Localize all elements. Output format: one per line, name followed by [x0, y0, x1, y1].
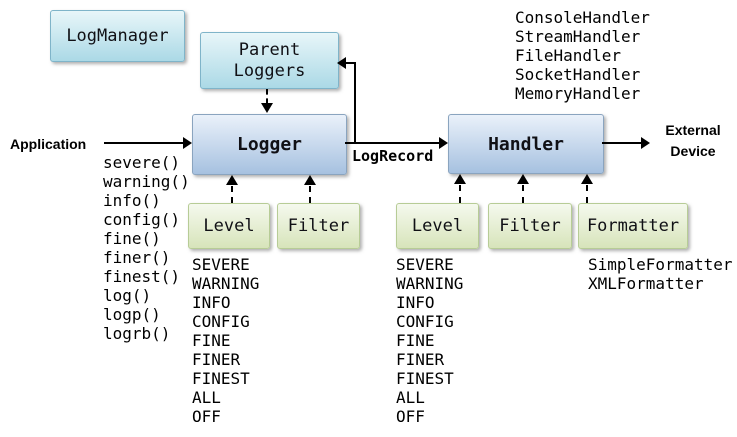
list-item: SEVERE: [396, 255, 454, 274]
logger-methods-list: severe()warning()info()config()fine()fin…: [103, 153, 190, 343]
list-item: logrb(): [103, 324, 171, 343]
handler-formatter-box: Formatter: [578, 203, 688, 249]
logger-filter-label: Filter: [287, 216, 350, 236]
handler-level-label: Level: [411, 216, 464, 236]
list-item: FINER: [396, 350, 445, 369]
handler-filter-box: Filter: [488, 203, 572, 249]
list-item: info(): [103, 191, 161, 210]
formatter-to-handler-dashed-line: [586, 185, 588, 203]
level-to-logger-arrowhead-icon: [226, 175, 238, 185]
list-item: SEVERE: [192, 255, 250, 274]
log-record-label: LogRecord: [352, 147, 434, 165]
level-to-logger-dashed-line: [231, 186, 233, 203]
filter-to-handler-dashed-line: [522, 185, 524, 203]
logger-to-parent-arrowhead-icon: [337, 57, 346, 69]
list-item: warning(): [103, 172, 190, 191]
list-item: ALL: [396, 388, 425, 407]
handler-box: Handler: [448, 114, 604, 174]
parent-loggers-label: Parent Loggers: [233, 39, 306, 81]
list-item: INFO: [396, 293, 435, 312]
list-item: CONFIG: [192, 312, 250, 331]
list-item: SimpleFormatter: [588, 255, 733, 274]
list-item: fine(): [103, 229, 161, 248]
logger-filter-box: Filter: [277, 203, 360, 249]
list-item: WARNING: [192, 274, 260, 293]
list-item: ConsoleHandler: [515, 8, 650, 27]
list-item: OFF: [396, 407, 425, 426]
log-manager-box: LogManager: [50, 10, 185, 62]
logger-label: Logger: [236, 134, 303, 155]
parent-to-logger-arrowhead-icon: [261, 103, 273, 113]
list-item: FINEST: [192, 369, 250, 388]
list-item: config(): [103, 210, 181, 229]
handler-label: Handler: [488, 133, 564, 155]
logger-level-label: Level: [203, 216, 255, 236]
list-item: StreamHandler: [515, 27, 641, 46]
logger-level-box: Level: [188, 203, 270, 249]
logger-to-parent-horizontal-line: [346, 62, 356, 64]
list-item: logp(): [103, 305, 161, 324]
list-item: OFF: [192, 407, 221, 426]
level-to-handler-dashed-line: [459, 185, 461, 203]
parent-to-logger-dashed-line: [266, 89, 268, 104]
handler-to-external-arrowhead-icon: [641, 137, 650, 149]
log-manager-label: LogManager: [66, 26, 169, 46]
list-item: FINE: [396, 331, 435, 350]
list-item: finest(): [103, 267, 181, 286]
list-item: SocketHandler: [515, 65, 641, 84]
list-item: FINER: [192, 350, 241, 369]
list-item: FileHandler: [515, 46, 621, 65]
list-item: FINE: [192, 331, 231, 350]
list-item: INFO: [192, 293, 231, 312]
logger-to-handler-line: [345, 142, 440, 144]
handler-to-external-line: [602, 142, 641, 144]
list-item: severe(): [103, 153, 181, 172]
list-item: log(): [103, 286, 152, 305]
parent-loggers-box: Parent Loggers: [200, 32, 339, 89]
list-item: CONFIG: [396, 312, 454, 331]
handler-formatter-label: Formatter: [586, 216, 680, 236]
filter-to-handler-arrowhead-icon: [517, 174, 529, 184]
level-to-handler-arrowhead-icon: [454, 174, 466, 184]
logger-to-parent-vertical-line: [354, 62, 356, 143]
list-item: MemoryHandler: [515, 84, 641, 103]
filter-to-logger-arrowhead-icon: [304, 175, 316, 185]
application-to-logger-line: [104, 142, 184, 144]
logger-box: Logger: [192, 114, 347, 175]
logger-to-handler-arrowhead-icon: [439, 137, 448, 149]
list-item: FINEST: [396, 369, 454, 388]
list-item: ALL: [192, 388, 221, 407]
application-to-logger-arrowhead-icon: [183, 137, 192, 149]
application-label: Application: [10, 136, 87, 152]
list-item: XMLFormatter: [588, 274, 704, 293]
list-item: WARNING: [396, 274, 464, 293]
handler-filter-label: Filter: [499, 216, 561, 236]
formatter-to-handler-arrowhead-icon: [581, 174, 593, 184]
handler-level-box: Level: [396, 203, 479, 249]
external-device-label: External Device: [665, 122, 721, 159]
list-item: finer(): [103, 248, 171, 267]
filter-to-logger-dashed-line: [309, 186, 311, 203]
